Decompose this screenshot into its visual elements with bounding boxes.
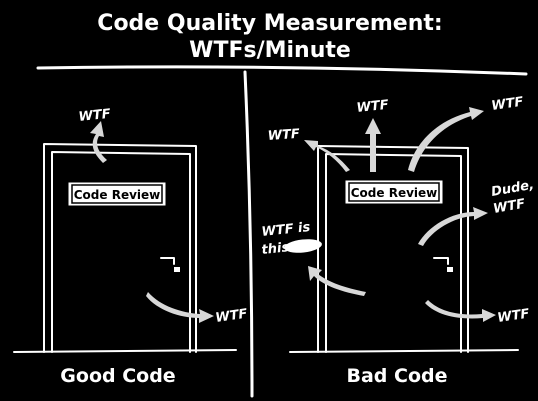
floor-line	[289, 349, 519, 353]
arrow-right-icon	[425, 300, 496, 322]
door-handle	[160, 257, 175, 265]
arrow-up-right-icon	[408, 107, 484, 172]
door-frame-inner	[325, 153, 462, 353]
censored-blot	[284, 239, 322, 253]
bad-code-caption: Bad Code	[346, 365, 447, 387]
good-wtf-bottom: WTF	[214, 307, 248, 326]
bad-dude-line-2: WTF	[492, 197, 526, 217]
good-code-caption: Good Code	[60, 365, 175, 387]
bad-dude-line-1: Dude,	[490, 178, 535, 200]
bad-wtf-1: WTF	[267, 127, 300, 144]
door-sign-plate	[67, 181, 167, 207]
title-line-2: WTFs/Minute	[189, 38, 351, 63]
bad-wtf-2: WTF	[356, 98, 390, 116]
arrow-right-icon	[146, 292, 214, 323]
bad-wtf-3: WTF	[490, 95, 524, 114]
arrow-up-icon	[365, 118, 381, 172]
arrow-up-icon	[90, 121, 107, 163]
arrow-left-icon	[308, 266, 366, 296]
horizontal-divider	[36, 65, 528, 76]
title-line-1: Code Quality Measurement:	[97, 11, 442, 36]
bad-wtf-bottom: WTF	[496, 307, 530, 326]
door-frame-outer	[43, 143, 197, 353]
door-sign-label: Code Review	[74, 188, 161, 202]
floor-line	[13, 349, 237, 353]
keyhole	[174, 267, 180, 272]
door-frame-inner	[51, 151, 191, 353]
bad-code-door: Code Review	[289, 145, 519, 353]
door-sign-border	[348, 182, 440, 202]
door-frame-outer	[317, 145, 469, 353]
arrow-up-left-icon	[304, 140, 350, 172]
door-handle	[433, 257, 449, 265]
vertical-divider	[243, 70, 254, 398]
door-sign-label: Code Review	[351, 186, 438, 200]
bad-wtf-is-line-1: WTF is	[261, 220, 311, 240]
door-sign-plate	[344, 179, 444, 205]
door-sign-border	[71, 184, 163, 204]
good-code-door: Code Review	[13, 143, 237, 353]
good-wtf-top: WTF	[78, 107, 112, 125]
arrow-right-icon	[418, 207, 488, 246]
bad-wtf-is-line-2: this	[261, 240, 290, 258]
keyhole	[447, 267, 453, 272]
